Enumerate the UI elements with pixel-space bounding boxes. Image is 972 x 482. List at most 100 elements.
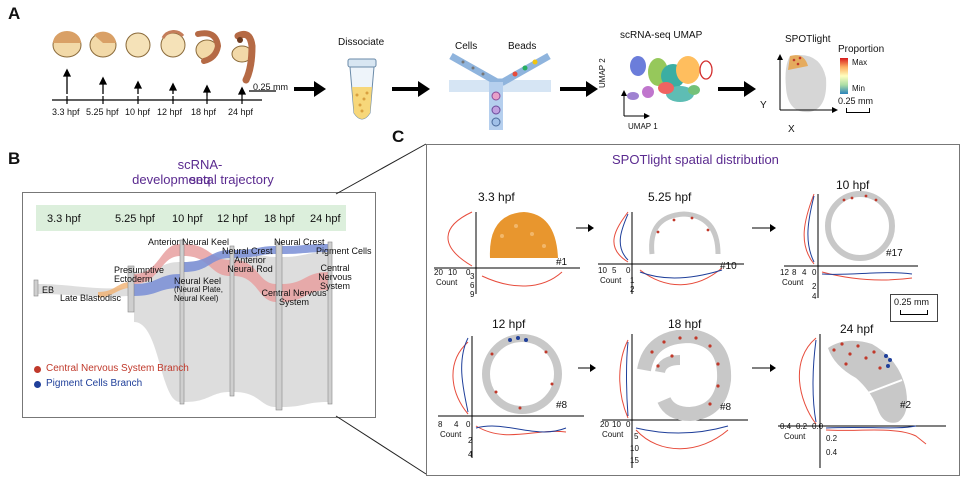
plot-ytick: 2 [630,285,635,294]
plot-count: Count [600,276,622,285]
plot-count: Count [436,278,458,287]
beads-label: Beads [508,41,537,52]
embryo-18-hpf [195,30,222,64]
plot-stage-title: 10 hpf [836,178,870,192]
plot-id: #8 [720,402,732,413]
plot-ytick: 2 [468,436,473,445]
tube-icon [347,58,377,120]
microfluidic-device [449,52,551,130]
stage-arrow [578,364,596,372]
plot-ytick: 9 [470,290,475,299]
plot-stage-title: 18 hpf [668,317,702,331]
sankey-diagram [33,239,333,411]
plot-count: Count [782,278,804,287]
embryo-timeline [52,30,276,104]
colorbar-max: Max [852,58,868,67]
plot-ytick: 4 [812,292,817,301]
spotlight-axis-x: X [788,124,795,135]
traj-stage: 12 hpf [217,213,248,225]
traj-stage: 18 hpf [264,213,295,225]
plot-ytick: 10 [630,444,639,453]
plot-stage-title: 3.3 hpf [478,190,515,204]
embryo-12-hpf [160,30,186,58]
plot-xtick: 0.0 [812,422,824,431]
proportion-colorbar [840,58,848,94]
umap-plot [621,56,713,119]
scale-label: 0.25 mm [894,297,930,307]
plot-xtick: 0 [466,268,471,277]
traj-stage: 10 hpf [172,213,203,225]
node-neural-keel: Neural Keel [174,276,222,286]
proportion-label: Proportion [838,44,885,55]
stage-label: 12 hpf [157,107,183,117]
spatial-plot-3-3 [434,211,580,294]
node-anterior-neural-keel: Anterior Neural Keel [148,237,230,247]
plot-stage-title: 5.25 hpf [648,190,692,204]
plot-ytick: 5 [634,432,639,441]
plot-xtick: 0 [626,266,631,275]
stage-band [36,205,346,231]
plot-xtick: 4 [802,268,807,277]
stage-arrow [752,224,776,232]
plot-id: #17 [886,248,903,259]
umap-title: scRNA-seq UMAP [620,30,703,41]
node-neural-crest-a: Neural Crest [222,246,273,256]
spotlight-embryo [777,54,838,113]
embryo-10-hpf [125,32,151,58]
stage-label: 18 hpf [191,107,217,117]
plot-xtick: 20 [434,268,443,277]
plot-stage-title: 12 hpf [492,317,526,331]
colorbar-min: Min [852,84,865,93]
spotlight-scale-bar [846,108,870,113]
plot-xtick: 0 [812,268,817,277]
spatial-plot-5-25 [598,211,744,294]
plot-ytick: 0.2 [826,434,838,443]
node-eb: EB [42,285,55,295]
embryo-5-25-hpf [89,31,117,58]
plot-id: #8 [556,400,568,411]
scale-bar [900,310,928,315]
plot-id: #1 [556,257,568,268]
panel-c-letter: C [392,127,405,146]
stage-arrow [576,224,594,232]
node-neural-keel-sub: (Neural Plate, Neural Keel) [174,285,223,303]
embryo-3-3-hpf [52,31,82,58]
node-presumptive-ectoderm: Presumptive Ectoderm [114,265,165,284]
node-cns-a: Central Nervous System [261,288,327,307]
spatial-plot-24 [778,334,946,468]
plot-xtick: 12 [780,268,789,277]
panel-b-title-2: developmental trajectory [132,172,274,187]
plot-id: #2 [900,400,912,411]
plot-ytick: 3 [470,272,475,281]
embryo-24-hpf [231,30,256,84]
node-cns-b: Central Nervous System [318,263,352,291]
stage-arrow [752,364,776,372]
spotlight-title: SPOTlight [785,34,831,45]
dissociate-label: Dissociate [338,37,385,48]
node-neural-crest-b: Neural Crest [274,237,325,247]
plot-xtick: 4 [454,420,459,429]
legend-cns-label: Central Nervous System Branch [46,363,189,374]
panel-a-letter: A [8,4,21,23]
node-pigment-cells: Pigment Cells [316,246,372,256]
plot-xtick: 10 [598,266,607,275]
traj-stage: 5.25 hpf [115,213,155,225]
plot-ytick: 2 [812,282,817,291]
plot-xtick: 20 [600,420,609,429]
spotlight-axis-y: Y [760,100,767,111]
traj-stage: 3.3 hpf [47,213,81,225]
embryo-scale-bar-label: 0.25 mm [253,82,289,92]
plot-count: Count [602,430,624,439]
plot-ytick: 1 [630,276,635,285]
umap-x-label: UMAP 1 [628,122,658,131]
stage-label: 5.25 hpf [86,107,119,117]
plot-id: #10 [720,261,737,272]
plot-xtick: 10 [612,420,621,429]
stage-label: 3.3 hpf [52,107,80,117]
panel-b-title-1: scRNA-seq [177,157,223,187]
spatial-plot-12 [438,334,584,458]
panel-c-title: SPOTlight spatial distribution [612,152,779,167]
stage-label: 10 hpf [125,107,151,117]
legend-pigment-label: Pigment Cells Branch [46,378,143,389]
plot-xtick: 5 [612,266,617,275]
